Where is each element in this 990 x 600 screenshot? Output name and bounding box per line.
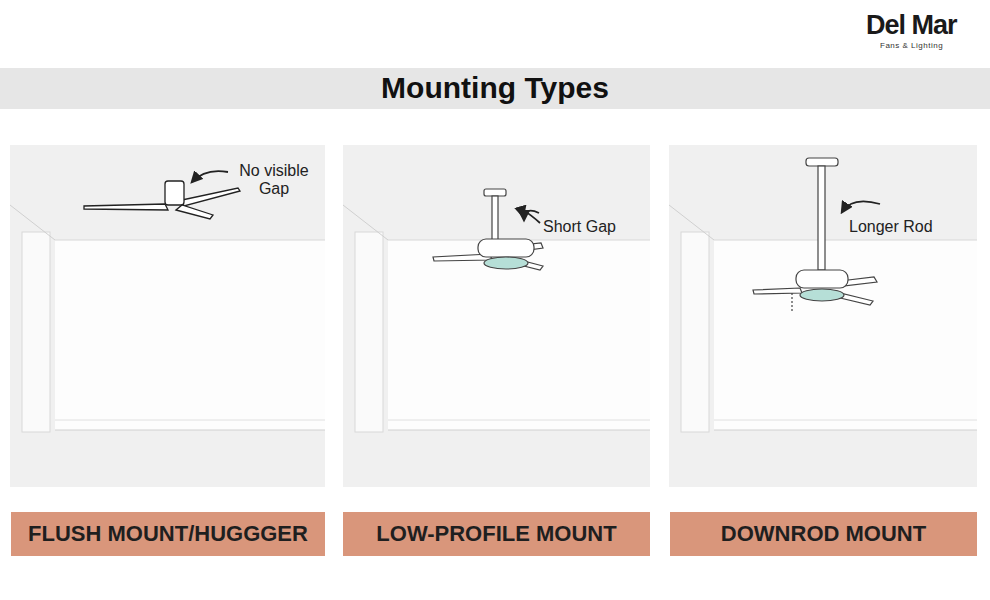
low-profile-fan <box>433 189 543 270</box>
brand-tagline: Fans & Lighting <box>880 41 980 50</box>
callout-text: No visible Gap <box>230 162 318 199</box>
room-panels <box>10 145 977 487</box>
mount-label-text: DOWNROD MOUNT <box>721 521 926 547</box>
callout-text: Longer Rod <box>849 218 959 236</box>
mount-label-text: FLUSH MOUNT/HUGGGER <box>28 521 308 547</box>
mount-label-box: LOW-PROFILE MOUNT <box>343 512 650 556</box>
title-band <box>0 68 990 109</box>
callout-arrows-2 <box>524 201 880 220</box>
hugger-fan <box>84 181 240 219</box>
mount-label-text: LOW-PROFILE MOUNT <box>376 521 616 547</box>
mount-label-box: FLUSH MOUNT/HUGGGER <box>11 512 325 556</box>
mount-label-box: DOWNROD MOUNT <box>670 512 977 556</box>
brand-logo: Del Mar <box>866 10 986 41</box>
callout-text: Short Gap <box>543 218 643 236</box>
title: Mounting Types <box>0 70 990 106</box>
